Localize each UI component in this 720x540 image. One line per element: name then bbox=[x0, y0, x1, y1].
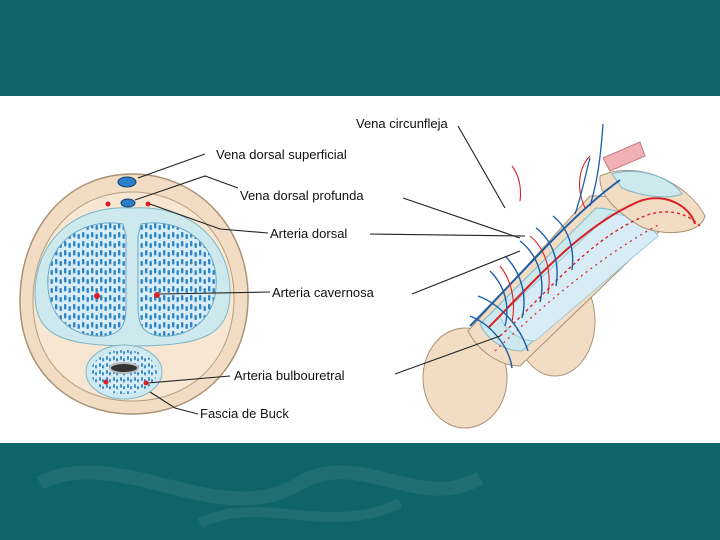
cavernous-artery-left bbox=[94, 293, 100, 299]
lateral-view bbox=[422, 123, 706, 429]
deep-dorsal-vein-line bbox=[469, 179, 621, 327]
label-vena-circunfleja: Vena circunfleja bbox=[356, 116, 449, 131]
corpus-cavernosum-right bbox=[137, 222, 217, 337]
circumflex-veins bbox=[469, 215, 574, 369]
bottom-band bbox=[0, 443, 720, 540]
cross-section bbox=[19, 173, 249, 415]
label-arteria-dorsal: Arteria dorsal bbox=[270, 226, 347, 241]
superficial-vein-branch bbox=[574, 123, 604, 215]
dorsal-artery-dashed bbox=[499, 211, 701, 337]
dorsal-artery-line bbox=[487, 197, 696, 329]
arterial-branch bbox=[511, 165, 522, 202]
penile-vascular-diagram: Vena circunfleja Vena dorsal superficial… bbox=[19, 116, 706, 429]
watermark-pattern bbox=[36, 465, 484, 528]
ventral-artery-dashed bbox=[494, 223, 661, 352]
glans-cap bbox=[611, 170, 683, 198]
label-arteria-cavernosa: Arteria cavernosa bbox=[272, 285, 375, 300]
dorsal-artery-left bbox=[105, 201, 111, 207]
deep-dorsal-vein bbox=[120, 198, 136, 208]
leader-lines bbox=[134, 125, 526, 415]
label-vena-dorsal-superficial: Vena dorsal superficial bbox=[216, 147, 347, 162]
diagram-panel: Vena circunfleja Vena dorsal superficial… bbox=[0, 96, 720, 443]
cavernous-artery-right bbox=[154, 292, 160, 298]
bulbourethral-artery-left bbox=[103, 379, 109, 385]
corpus-layer bbox=[499, 213, 659, 342]
circumflex-arteries bbox=[499, 155, 591, 323]
top-band bbox=[0, 0, 720, 96]
label-fascia-de-buck: Fascia de Buck bbox=[200, 406, 289, 421]
label-arteria-bulbouretral: Arteria bulbouretral bbox=[234, 368, 345, 383]
dorsal-artery-right bbox=[145, 201, 151, 207]
corpus-cavernosum-left bbox=[47, 222, 127, 337]
superficial-dorsal-vein bbox=[117, 176, 137, 188]
label-vena-dorsal-profunda: Vena dorsal profunda bbox=[240, 188, 364, 203]
bulbourethral-artery-right bbox=[143, 380, 149, 386]
glans-cut-face bbox=[602, 141, 646, 172]
urethra bbox=[109, 362, 139, 374]
